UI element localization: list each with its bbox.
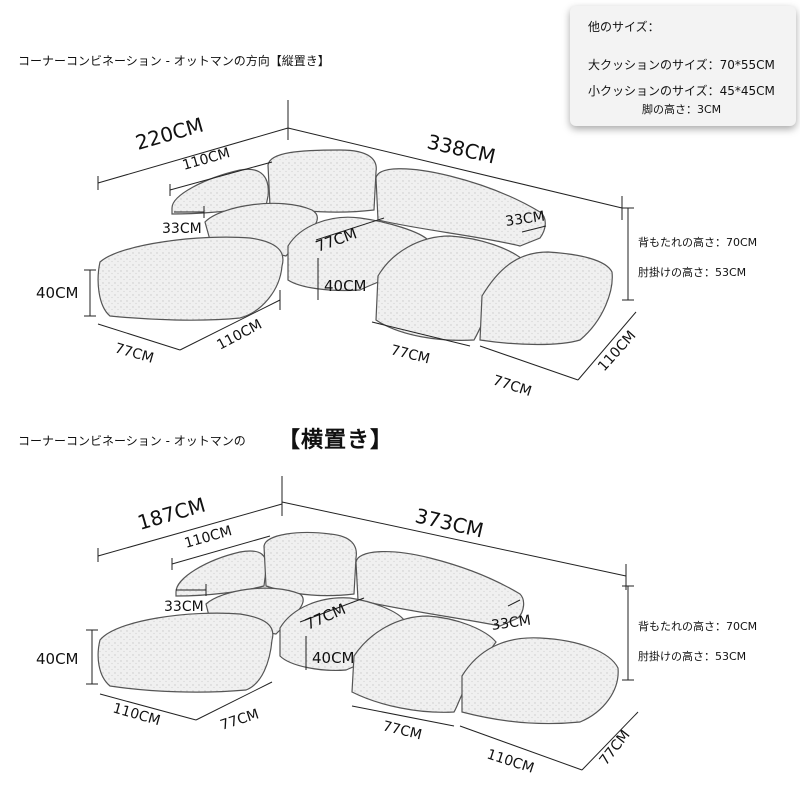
top-caption: コーナーコンビネーション - オットマンの方向【縦置き】 [18,54,330,68]
bottom-sofa-diagram: 187CM 373CM 110CM 33CM 33CM 77CM 40CM 40… [36,476,639,777]
top-dimension-lines [84,100,637,381]
bottom-dim-arm-left: 33CM [164,599,204,615]
top-left-arm [171,168,269,215]
top-dim-total-left: 220CM [133,113,206,155]
top-sofa-diagram: 220CM 338CM 110CM 33CM 33CM 77CM 40CM 40… [36,100,639,400]
top-dim-ottoman-front-b: 110CM [214,317,264,354]
top-left-ottoman [97,236,284,321]
bottom-back-cushion-1 [263,531,357,597]
bottom-right-ottoman [461,637,619,725]
top-dim-height-left: 40CM [36,284,79,302]
bottom-dim-total-right: 373CM [413,503,486,542]
top-dim-seat-height: 40CM [324,277,367,295]
other-sizes-card: 他のサイズ： 大クッションのサイズ：70*55CM 小クッションのサイズ：45*… [570,6,796,126]
large-cushion-size: 大クッションのサイズ：70*55CM [588,58,775,72]
top-dim-back-left: 110CM [181,145,232,174]
bottom-dim-height-left: 40CM [36,650,79,668]
bottom-caption: コーナーコンビネーション - オットマンの [18,434,246,448]
top-dim-side-right: 110CM [595,328,639,375]
bottom-left-ottoman [97,612,274,693]
bottom-bracket-label: 【横置き】 [278,428,394,453]
top-back-cushion-1 [267,149,377,213]
top-dim-total-right: 338CM [425,129,498,168]
top-dim-ottoman-front-a: 77CM [113,340,156,366]
small-cushion-size: 小クッションのサイズ：45*45CM [588,84,775,98]
top-back-height-note: 背もたれの高さ：70CM [638,236,758,249]
bottom-sofa-body [97,531,619,725]
bottom-back-height-note: 背もたれの高さ：70CM [638,620,758,633]
top-sofa-body [97,149,613,346]
top-back-cushion-2 [375,168,546,247]
top-right-ottoman [479,251,613,346]
bottom-dim-side-right: 77CM [597,727,634,768]
bottom-dim-back-left: 110CM [183,523,234,552]
bottom-dimension-lines [86,476,639,771]
bottom-arm-height-note: 肘掛けの高さ：53CM [638,650,747,663]
bottom-dim-front-mid: 77CM [381,718,423,743]
top-dim-front-right: 77CM [491,373,534,400]
top-dim-arm-left: 33CM [162,221,202,237]
bottom-dim-arm-right: 33CM [490,613,532,634]
bottom-dim-seat-height: 40CM [312,649,355,667]
bottom-dim-ottoman-front-a: 110CM [111,700,162,729]
leg-height: 脚の高さ：3CM [642,103,722,116]
other-sizes-title: 他のサイズ： [588,20,660,34]
top-dim-arm-right: 33CM [504,209,546,230]
bottom-back-cushion-2 [355,551,525,627]
top-dim-front-mid: 77CM [389,342,431,367]
bottom-dim-ottoman-front-b: 77CM [218,706,261,733]
top-arm-height-note: 肘掛けの高さ：53CM [638,266,747,279]
